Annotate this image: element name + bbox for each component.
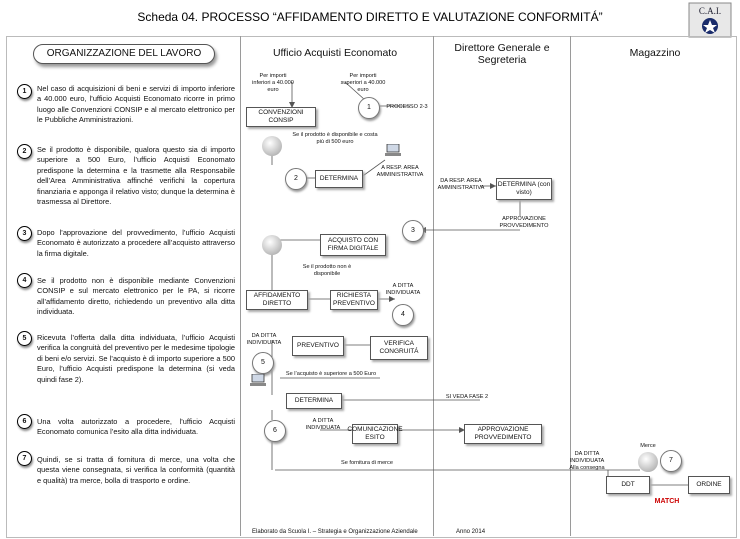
computer-icon [385, 143, 401, 156]
ordine-box: ORDINE [688, 476, 730, 494]
label-da-ditta: DA DITTA INDIVIDUATA [246, 333, 282, 346]
step-number: 4 [17, 273, 32, 288]
label-consegna: DA DITTA INDIVIDUATA Alla consegna [569, 451, 605, 471]
direttore-header: Direttore Generale e Segreteria [454, 42, 550, 66]
affidamento-diretto-box: AFFIDAMENTO DIRETTO [246, 290, 308, 310]
step-text: Dopo l’approvazione del provvedimento, l… [37, 228, 235, 258]
footer-left: Elaborato da Scuola I. – Strategia e Org… [252, 529, 418, 535]
convenzioni-consip-box: CONVENZIONI CONSIP [246, 107, 316, 127]
step-text: Una volta autorizzato a procedere, l’uff… [37, 417, 235, 437]
magazzino-header: Magazzino [629, 47, 681, 59]
step-text: Quindi, se si tratta di fornitura di mer… [37, 455, 235, 485]
label-fornitura-merce: Se fornitura di merce [341, 460, 393, 466]
label-disponibile: Se il prodotto è disponibile e costa più… [292, 132, 378, 145]
match-label: MATCH [654, 498, 680, 505]
step-text: Se il prodotto non è disponibile mediant… [37, 276, 235, 317]
step-circle: 1 [358, 97, 380, 119]
determina-box: DETERMINA [315, 170, 363, 188]
step-circle: 7 [660, 450, 682, 472]
label-a-ditta: A DITTA INDIVIDUATA [385, 283, 421, 296]
column-divider [570, 36, 571, 536]
cai-logo-icon: C.A.I. [688, 2, 732, 38]
step-text: Se il prodotto è disponibile, qualora qu… [37, 145, 235, 207]
label-non-disponibile: Se il prodotto non è disponibile [302, 264, 352, 277]
label-merce: Merce [640, 443, 656, 449]
determina-visto-box: DETERMINA (con visto) [496, 178, 552, 200]
richiesta-preventivo-box: RICHIESTA PREVENTIVO [330, 290, 378, 310]
step-number: 1 [17, 84, 32, 99]
ufficio-header: Ufficio Acquisti Economato [272, 47, 398, 59]
verifica-congruita-box: VERIFICA CONGRUITÁ [370, 336, 428, 360]
label-vedi-fase-2: SI VEDA FASE 2 [445, 394, 489, 400]
approvazione-box-2: APPROVAZIONE PROVVEDIMENTO [464, 424, 542, 444]
label-importi-inferiori: Per importi inferiori a 40.000 euro [252, 73, 294, 93]
step-number: 7 [17, 451, 32, 466]
step-number: 5 [17, 331, 32, 346]
goods-icon [638, 452, 658, 472]
column-divider [433, 36, 434, 536]
label-500-euro: Se l’acquisto è superiore a 500 Euro [285, 371, 377, 377]
database-icon [262, 235, 282, 255]
step-circle: 6 [264, 420, 286, 442]
page-title: Scheda 04. PROCESSO “AFFIDAMENTO DIRETTO… [137, 10, 603, 24]
step-circle: 3 [402, 220, 424, 242]
preventivo-box: PREVENTIVO [292, 336, 344, 356]
label-approvazione: APPROVAZIONE PROVVEDIMENTO [499, 216, 549, 229]
step-circle: 4 [392, 304, 414, 326]
svg-text:C.A.I.: C.A.I. [699, 6, 721, 16]
determina-box-2: DETERMINA [286, 393, 342, 409]
step-number: 6 [17, 414, 32, 429]
org-header: ORGANIZZAZIONE DEL LAVORO [33, 44, 215, 64]
step-circle: 5 [252, 352, 274, 374]
step-text: Ricevuta l’offerta dalla ditta individua… [37, 333, 236, 384]
step-number: 2 [17, 144, 32, 159]
step-circle: 2 [285, 168, 307, 190]
comunicazione-esito-box: COMUNICAZIONE ESITO [347, 424, 403, 444]
step-number: 3 [17, 226, 32, 241]
step-text: Nel caso di acquisizioni di beni e servi… [37, 84, 235, 125]
label-processo: PROCESSO 2-3 [386, 104, 428, 110]
computer-icon [250, 373, 266, 386]
database-icon [262, 136, 282, 156]
label-importi-superiori: Per importi superiori a 40.000 euro [340, 73, 386, 93]
diagram-frame [6, 36, 737, 538]
ddt-box: DDT [606, 476, 650, 494]
footer-right: Anno 2014 [456, 529, 486, 535]
acquisto-firma-box: ACQUISTO CON FIRMA DIGITALE [320, 234, 386, 256]
label-resp-area: A RESP. AREA AMMINISTRATIVA [376, 165, 424, 178]
label-a-ditta-2: A DITTA INDIVIDUATA [305, 418, 341, 431]
label-da-resp-area: DA RESP. AREA AMMINISTRATIVA [437, 178, 485, 191]
column-divider [240, 36, 241, 536]
